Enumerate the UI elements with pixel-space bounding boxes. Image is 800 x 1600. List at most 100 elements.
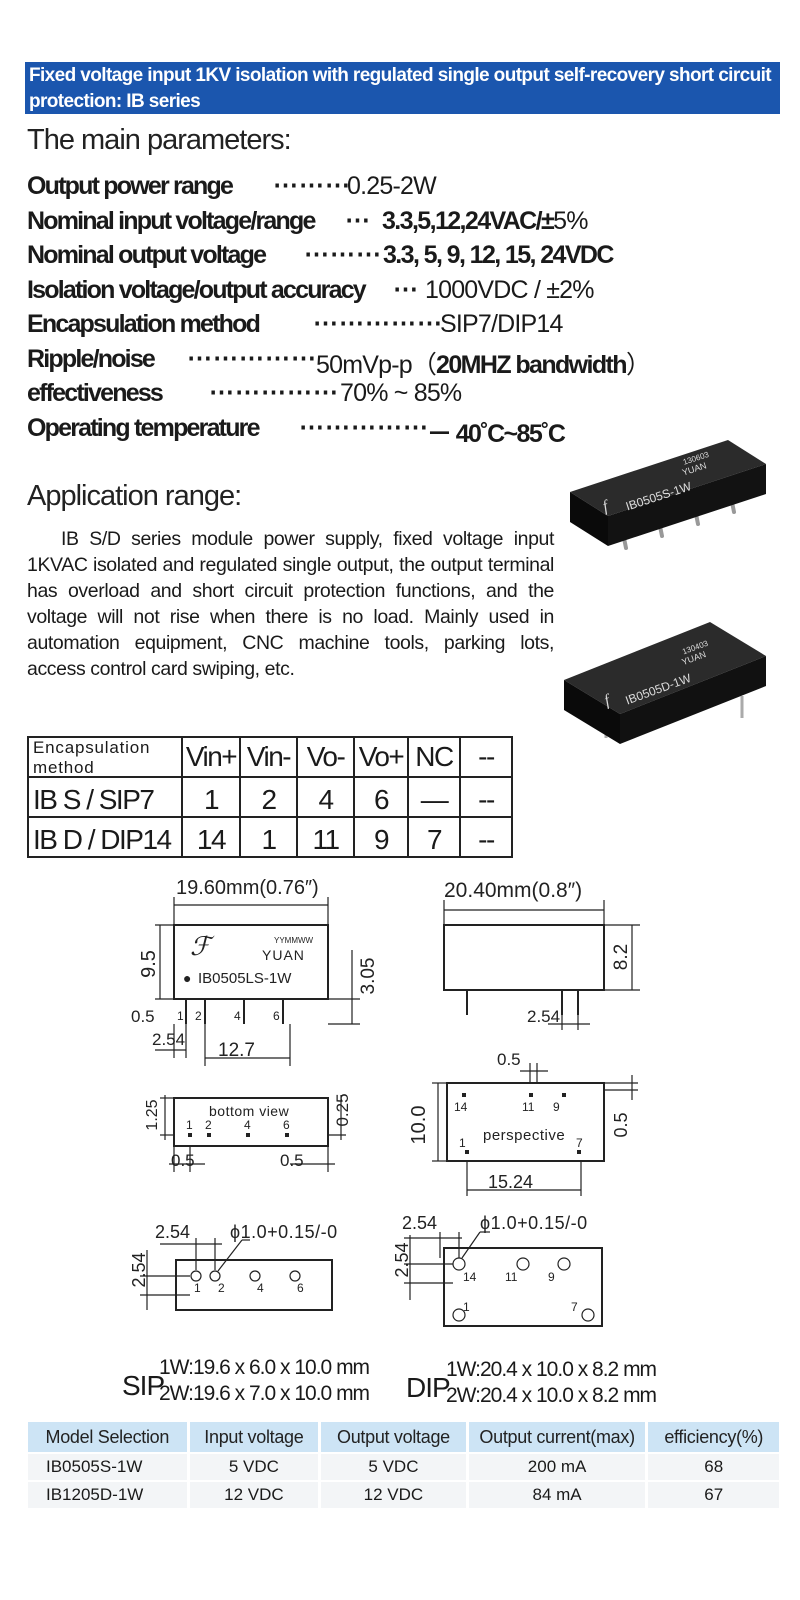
param-value-bold: 3.3,5,12,24VAC/± — [382, 206, 555, 235]
pin-number: 4 — [257, 1281, 264, 1295]
param-value: 70% ~ 85% — [340, 379, 462, 407]
param-row: Nominal output voltage ⋯⋯⋯ 3.3, 5, 9, 12… — [27, 240, 787, 276]
leader-dots: ⋯⋯⋯⋯⋯ — [209, 378, 339, 406]
hole-spec: ϕ1.0+0.15/-0 — [230, 1222, 338, 1242]
dim-label: 0.5 — [280, 1151, 304, 1170]
dim-label: 15.24 — [488, 1172, 533, 1192]
param-label: Nominal input voltage/range — [27, 206, 316, 235]
label-dot: ● — [183, 970, 191, 986]
dim-label: 0.5 — [131, 1007, 155, 1026]
param-label: Output power range — [27, 172, 234, 200]
pin-number: 2 — [205, 1118, 212, 1132]
param-label: Ripple/noise — [27, 344, 156, 373]
sip-front-view: 19.60mm(0.76″) 9.5 3.05 YYMMWW YUAN ● IB… — [131, 877, 379, 1066]
main-parameters-heading: The main parameters: — [27, 124, 292, 156]
dim-label: 10.0 — [408, 1106, 430, 1145]
param-label: Operating temperature — [27, 413, 261, 442]
param-row: Isolation voltage/output accuracy ⋯ 1000… — [27, 275, 787, 311]
table-header-cell: efficiency(%) — [648, 1422, 779, 1452]
table-header-cell: Encapsulation method — [33, 738, 151, 776]
param-row: Output power range ⋯⋯⋯ 0.25-2W — [27, 171, 787, 207]
dim-label: 0.5 — [497, 1050, 521, 1069]
param-value: 0.25-2W — [347, 172, 437, 200]
table-cell: 68 — [648, 1454, 779, 1480]
param-label: Encapsulation method — [27, 310, 261, 338]
table-cell: 9 — [353, 816, 409, 858]
table-cell: 1 — [181, 776, 241, 818]
dim-label: 8.2 — [611, 944, 632, 970]
param-label: effectiveness — [27, 379, 164, 407]
pin-number: 14 — [463, 1270, 477, 1284]
dim-label: 2.54 — [392, 1242, 412, 1277]
param-value-tail: ） — [625, 350, 651, 379]
leader-dots: ⋯ — [345, 205, 371, 234]
table-header-row: Model Selection Input voltage Output vol… — [28, 1422, 779, 1452]
pin-number: 6 — [297, 1281, 304, 1295]
dim-label: 1.25 — [144, 1099, 161, 1130]
dip-footprint: 2.54 ϕ1.0+0.15/-0 2.54 14 11 9 1 7 — [392, 1213, 603, 1327]
table-row: IB S / SIP7 1 2 4 6 — -- — [27, 776, 513, 818]
dim-label: 20.40mm(0.8″) — [444, 879, 582, 902]
product-brand-logo: f — [601, 497, 613, 515]
pin-number: 9 — [548, 1270, 555, 1284]
table-cell: 14 — [181, 816, 241, 858]
pin-assignment-table: Encapsulation method Vin+ Vin- Vo- Vo+ N… — [27, 736, 513, 858]
table-cell: -- — [459, 816, 513, 858]
table-cell: — — [407, 776, 461, 818]
table-header-cell: Vin- — [239, 736, 298, 778]
dim-label: 2.54 — [155, 1222, 190, 1242]
dim-label: 2.54 — [402, 1213, 437, 1233]
pin-number: 6 — [283, 1118, 290, 1132]
table-header-cell: Output voltage — [321, 1422, 466, 1452]
table-header-cell: -- — [459, 736, 513, 778]
table-header-cell: Output current(max) — [468, 1422, 646, 1452]
table-cell: 67 — [648, 1482, 779, 1508]
dim-label: 9.5 — [138, 950, 160, 978]
package-dim-line: 1W:20.4 x 10.0 x 8.2 mm — [446, 1358, 657, 1381]
param-label: Nominal output voltage — [27, 241, 267, 269]
param-value-bold: 3.3, 5, 9, 12, 15, 24VDC — [383, 241, 614, 269]
sip-module-photo: f 130603 YUAN IB0505S-1W — [570, 440, 766, 550]
label-brand: YUAN — [262, 947, 305, 963]
table-cell: IB1205D-1W — [28, 1482, 187, 1508]
label-code: YYMMWW — [274, 936, 314, 945]
table-header-cell: Vo+ — [353, 736, 409, 778]
table-cell: 1 — [239, 816, 298, 858]
param-row: Encapsulation method ⋯⋯⋯⋯⋯ SIP7/DIP14 — [27, 309, 787, 345]
table-cell: -- — [459, 776, 513, 818]
package-name: DIP — [406, 1372, 451, 1403]
pin-number: 11 — [505, 1270, 518, 1284]
leader-dots: ⋯⋯⋯⋯⋯ — [313, 309, 443, 337]
table-cell: 12 VDC — [321, 1482, 466, 1508]
pin-number: 1 — [459, 1136, 466, 1150]
table-header-cell: Vin+ — [181, 736, 241, 778]
table-header-cell: Input voltage — [189, 1422, 319, 1452]
table-header-row: Encapsulation method Vin+ Vin- Vo- Vo+ N… — [27, 736, 513, 778]
view-label: perspective — [483, 1127, 565, 1144]
table-cell: IB0505S-1W — [28, 1454, 187, 1480]
param-row: Ripple/noise ⋯⋯⋯⋯⋯ 50mVp-p（20MHZ bandwid… — [27, 344, 787, 380]
param-row: Nominal input voltage/range ⋯ 3.3,5,12,2… — [27, 205, 787, 242]
package-dim-line: 2W:19.6 x 7.0 x 10.0 mm — [159, 1382, 370, 1405]
view-label: bottom view — [209, 1103, 290, 1119]
table-cell: 5 VDC — [189, 1454, 319, 1480]
application-paragraph: IB S/D series module power supply, fixed… — [27, 528, 554, 680]
series-banner: Fixed voltage input 1KV isolation with r… — [25, 62, 780, 114]
leader-dots: ⋯⋯⋯⋯⋯ — [299, 412, 429, 441]
pin-number: 1 — [186, 1118, 193, 1132]
dim-label: 0.5 — [171, 1151, 195, 1170]
dim-label: 0.25 — [333, 1093, 352, 1126]
dip-package-dimensions: DIP 1W:20.4 x 10.0 x 8.2 mm 2W:20.4 x 10… — [406, 1358, 696, 1422]
param-value-tail: 5% — [553, 206, 588, 235]
table-cell: 4 — [296, 776, 355, 818]
table-cell: 2 — [239, 776, 298, 818]
table-cell: 6 — [353, 776, 409, 818]
pin-number: 6 — [273, 1009, 280, 1023]
sip-footprint: 2.54 ϕ1.0+0.15/-0 2.54 1 2 4 6 — [129, 1222, 338, 1311]
dim-label: 2.54 — [152, 1030, 185, 1049]
pin-number: 11 — [522, 1100, 535, 1114]
pin-number: 4 — [244, 1118, 251, 1132]
pin-number: 2 — [195, 1009, 202, 1023]
sip-package-dimensions: SIP 1W:19.6 x 6.0 x 10.0 mm 2W:19.6 x 7.… — [122, 1356, 392, 1420]
table-row: IB D / DIP14 14 1 11 9 7 -- — [27, 816, 513, 858]
